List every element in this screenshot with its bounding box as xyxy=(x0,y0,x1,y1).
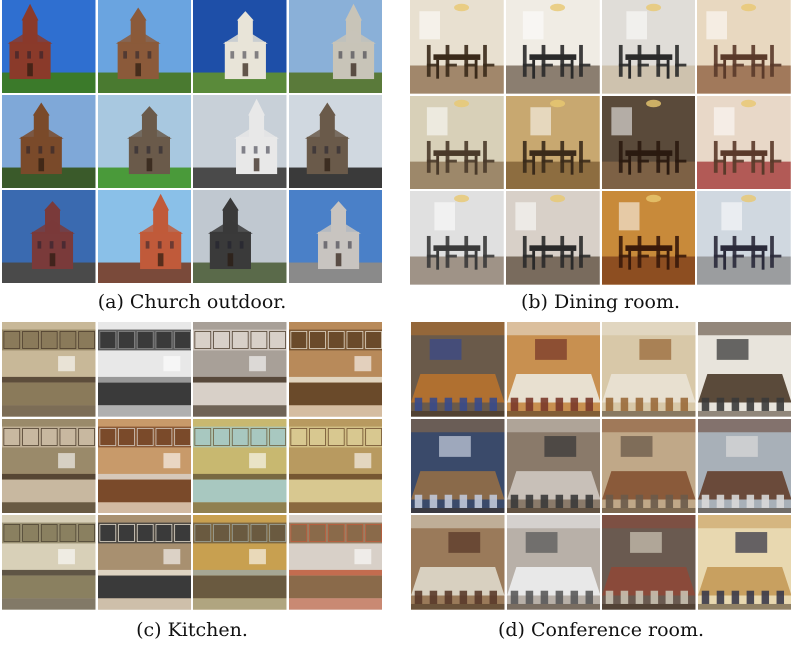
kitchen-thumbnail xyxy=(97,418,191,514)
kitchen-thumbnail xyxy=(193,418,287,514)
image-grid-kitchen xyxy=(2,322,382,610)
kitchen-thumbnail xyxy=(288,515,382,610)
dining-thumbnail xyxy=(697,95,791,190)
kitchen-thumbnail xyxy=(97,322,191,417)
church-thumbnail xyxy=(193,0,287,93)
image-grid-dining-room xyxy=(410,0,791,285)
church-thumbnail xyxy=(2,0,96,93)
church-thumbnail xyxy=(2,95,96,188)
church-thumbnail xyxy=(97,190,191,283)
conference-thumbnail xyxy=(411,515,505,610)
dining-thumbnail xyxy=(410,0,504,94)
conference-thumbnail xyxy=(411,418,505,514)
conference-thumbnail xyxy=(602,322,696,417)
conference-thumbnail xyxy=(697,515,791,610)
dining-thumbnail xyxy=(601,0,696,94)
conference-thumbnail xyxy=(602,418,696,514)
kitchen-thumbnail xyxy=(288,322,382,417)
dining-thumbnail xyxy=(601,191,696,285)
church-thumbnail xyxy=(2,190,96,283)
church-thumbnail xyxy=(193,95,287,188)
caption-conference-room: (d) Conference room. xyxy=(497,619,705,641)
church-thumbnail xyxy=(288,95,382,188)
kitchen-thumbnail xyxy=(193,322,287,417)
church-thumbnail xyxy=(288,190,382,283)
dining-thumbnail xyxy=(410,191,504,285)
conference-thumbnail xyxy=(506,322,600,417)
conference-thumbnail xyxy=(411,322,505,417)
kitchen-thumbnail xyxy=(193,515,287,610)
dining-thumbnail xyxy=(410,95,504,190)
dining-thumbnail xyxy=(697,0,791,94)
kitchen-thumbnail xyxy=(97,515,191,610)
kitchen-thumbnail xyxy=(2,418,96,514)
church-thumbnail xyxy=(193,190,287,283)
kitchen-thumbnail xyxy=(2,515,96,610)
conference-thumbnail xyxy=(506,418,600,514)
dining-thumbnail xyxy=(697,191,791,285)
conference-thumbnail xyxy=(697,418,791,514)
conference-thumbnail xyxy=(697,322,791,417)
dining-thumbnail xyxy=(505,95,600,190)
dining-thumbnail xyxy=(505,0,600,94)
conference-thumbnail xyxy=(506,515,600,610)
church-thumbnail xyxy=(288,0,382,93)
caption-dining-room: (b) Dining room. xyxy=(520,291,681,313)
dining-thumbnail xyxy=(601,95,696,190)
dining-thumbnail xyxy=(505,191,600,285)
conference-thumbnail xyxy=(602,515,696,610)
caption-kitchen: (c) Kitchen. xyxy=(136,619,248,641)
church-thumbnail xyxy=(97,95,191,188)
kitchen-thumbnail xyxy=(288,418,382,514)
caption-church-outdoor: (a) Church outdoor. xyxy=(97,291,287,313)
church-thumbnail xyxy=(97,0,191,93)
image-grid-conference-room xyxy=(411,322,791,610)
kitchen-thumbnail xyxy=(2,322,96,417)
image-grid-church-outdoor xyxy=(2,0,382,283)
